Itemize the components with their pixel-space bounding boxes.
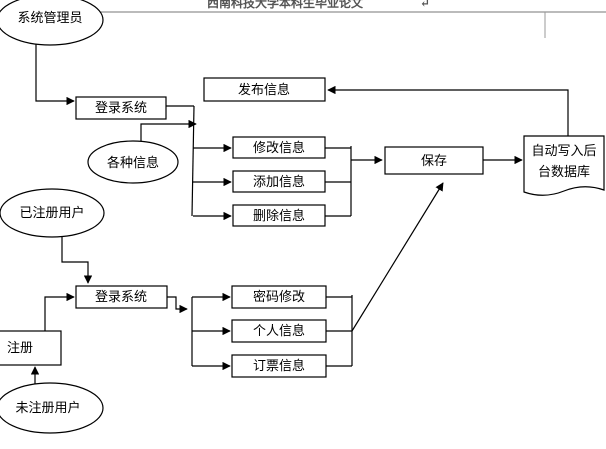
login-top-label: 登录系统	[95, 101, 147, 116]
node-registered-user: 已注册用户	[0, 188, 105, 238]
node-unregistered-user: 未注册用户	[0, 382, 104, 434]
publish-info-label: 发布信息	[238, 82, 290, 98]
node-login-top: 登录系统	[75, 96, 167, 120]
register-label: 注册	[7, 341, 33, 356]
node-database: 自动写入后 台数据库	[523, 135, 605, 196]
password-change-label: 密码修改	[253, 289, 305, 305]
node-save: 保存	[384, 146, 484, 175]
node-system-admin: 系统管理员	[0, 0, 104, 46]
arrow-registered-to-login	[61, 236, 93, 284]
node-register: 注册	[0, 330, 62, 366]
arrow-bottom-to-save	[351, 182, 444, 332]
various-info-label: 各种信息	[107, 155, 159, 171]
modify-info-label: 修改信息	[253, 140, 305, 156]
database-label-line1: 自动写入后	[531, 144, 596, 159]
top-connectors	[35, 44, 569, 221]
bottom-connectors	[30, 182, 444, 384]
add-info-label: 添加信息	[253, 174, 305, 190]
node-personal-info: 个人信息	[231, 319, 327, 343]
node-password-change: 密码修改	[231, 285, 327, 309]
arrow-register-to-login	[44, 292, 75, 331]
node-modify-info: 修改信息	[232, 136, 326, 159]
node-add-info: 添加信息	[232, 170, 326, 193]
arrow-login-to-bus	[167, 296, 188, 314]
header-title: 西南科技大学本科生毕业论文	[207, 0, 364, 10]
node-booking-info: 订票信息	[231, 354, 327, 378]
personal-info-label: 个人信息	[253, 323, 305, 339]
header-paragraph-mark: ↵	[420, 0, 430, 10]
node-delete-info: 删除信息	[232, 204, 326, 227]
system-admin-label: 系统管理员	[17, 11, 82, 26]
unregistered-user-label: 未注册用户	[15, 400, 80, 416]
node-publish-info: 发布信息	[203, 77, 326, 102]
booking-info-label: 订票信息	[253, 358, 305, 374]
login-bottom-label: 登录系统	[95, 290, 147, 305]
save-label: 保存	[421, 154, 447, 169]
node-various-info: 各种信息	[87, 140, 179, 184]
database-label-line2: 台数据库	[538, 164, 590, 180]
registered-user-label: 已注册用户	[19, 205, 84, 221]
top-bus	[191, 105, 195, 217]
arrow-various-to-login	[140, 119, 197, 141]
node-login-bottom: 登录系统	[75, 285, 168, 309]
arrow-db-to-publish	[327, 85, 569, 136]
arrow-admin-to-login	[35, 44, 75, 106]
delete-info-label: 删除信息	[253, 208, 305, 224]
